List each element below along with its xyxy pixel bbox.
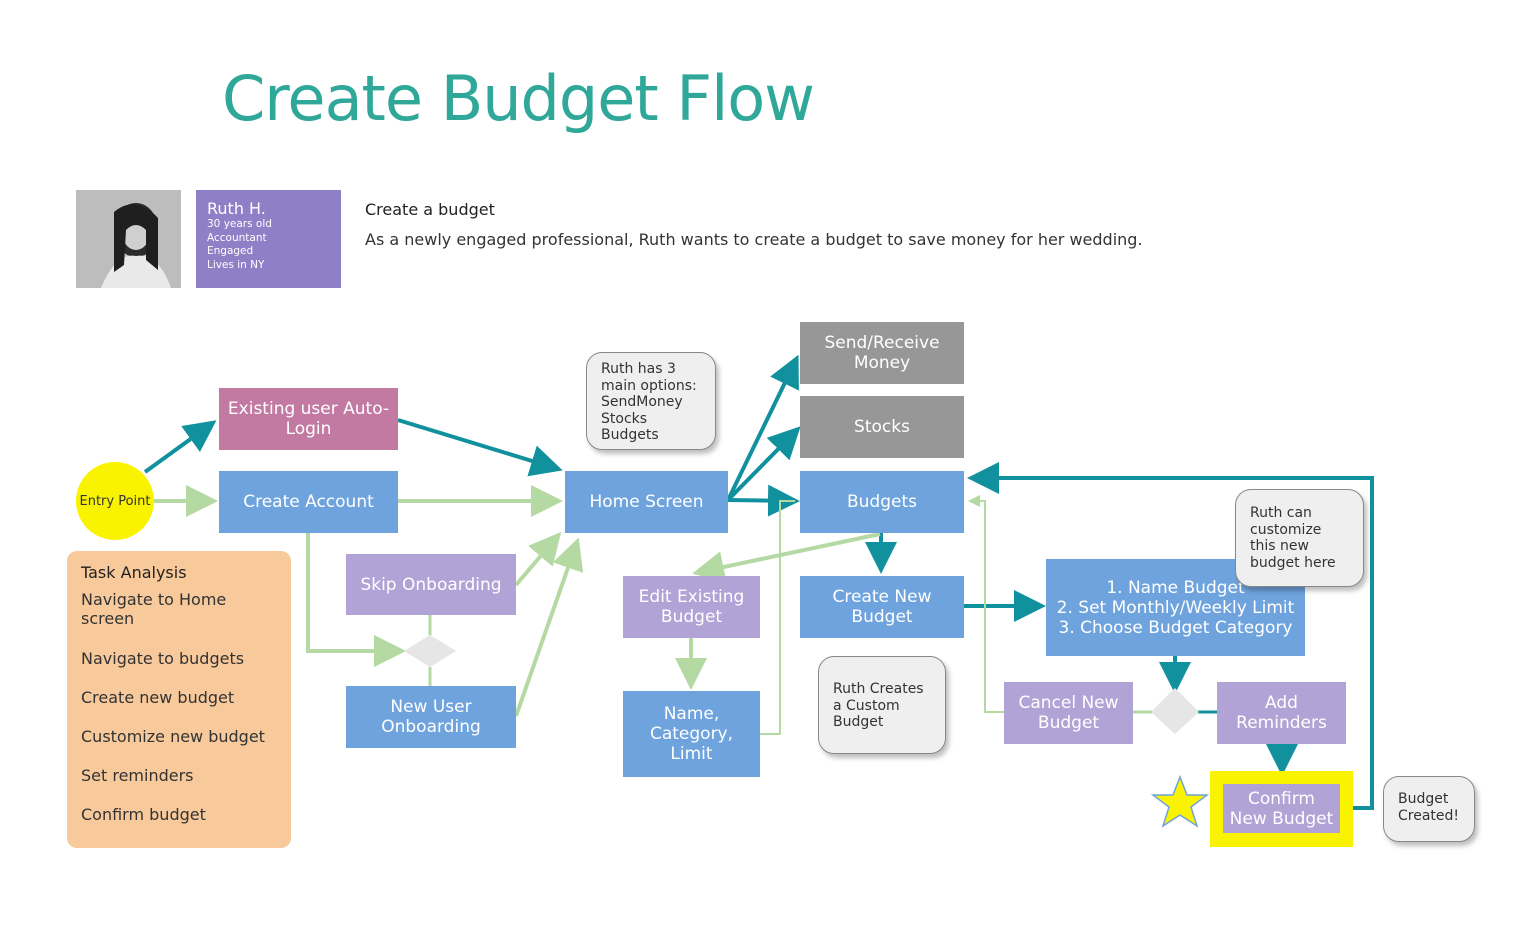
bubble-created: Budget Created! xyxy=(1383,776,1475,842)
node-name-category-limit: Name, Category, Limit xyxy=(623,691,760,777)
story-text: As a newly engaged professional, Ruth wa… xyxy=(365,230,1143,249)
story-title: Create a budget xyxy=(365,200,495,219)
page-title: Create Budget Flow xyxy=(222,62,815,135)
bubble-line: Budget xyxy=(833,714,884,730)
task-item: Customize new budget xyxy=(81,727,265,746)
persona-photo xyxy=(76,190,181,288)
bubble-line: Stocks xyxy=(601,410,648,427)
persona-detail: Accountant xyxy=(207,231,267,244)
bubble-line: Budgets xyxy=(601,427,659,443)
bubble-line: Ruth Creates xyxy=(833,681,924,697)
persona-detail: 30 years old xyxy=(207,218,272,230)
task-analysis-panel: Task Analysis Navigate to Home screen Na… xyxy=(67,551,291,848)
task-analysis-title: Task Analysis xyxy=(81,563,187,582)
node-new-user-onboarding: New User Onboarding xyxy=(346,686,516,748)
star-icon xyxy=(1150,774,1210,828)
node-skip-onboarding: Skip Onboarding xyxy=(346,554,516,615)
decision-diamond xyxy=(1151,688,1199,734)
node-existing-user: Existing user Auto-Login xyxy=(219,388,398,450)
step-choose-category: 3. Choose Budget Category xyxy=(1058,617,1293,638)
node-stocks: Stocks xyxy=(800,396,964,458)
node-budget-steps: 1. Name Budget 2. Set Monthly/Weekly Lim… xyxy=(1046,559,1305,656)
bubble-line: this new xyxy=(1250,538,1309,554)
bubble-line: budget here xyxy=(1250,554,1336,571)
bubble-line: Budget xyxy=(1398,791,1449,807)
bubble-custom-budget: Ruth Creates a Custom Budget xyxy=(818,656,946,754)
node-add-reminders: Add Reminders xyxy=(1217,682,1346,744)
bubble-line: a Custom xyxy=(833,697,900,714)
decision-diamond xyxy=(404,635,456,667)
node-create-new-budget: Create New Budget xyxy=(800,576,964,638)
node-send-receive: Send/Receive Money xyxy=(800,322,964,384)
bubble-line: Ruth has 3 xyxy=(601,361,676,377)
bubble-line: Ruth can xyxy=(1250,505,1312,521)
bubble-line: SendMoney xyxy=(601,394,683,410)
node-home-screen: Home Screen xyxy=(565,471,728,533)
bubble-customize: Ruth can customize this new budget here xyxy=(1235,489,1364,587)
persona-detail: Lives in NY xyxy=(207,258,265,271)
bubble-line: customize xyxy=(1250,521,1322,538)
node-create-account: Create Account xyxy=(219,471,398,533)
persona-name: Ruth H. xyxy=(207,199,266,218)
task-item: Confirm budget xyxy=(81,805,206,824)
task-item: Set reminders xyxy=(81,766,194,785)
task-item: Create new budget xyxy=(81,688,235,707)
step-name-budget: 1. Name Budget xyxy=(1106,577,1245,598)
entry-point: Entry Point xyxy=(76,462,154,540)
bubble-line: Created! xyxy=(1398,807,1460,824)
task-item: Navigate to budgets xyxy=(81,649,245,668)
node-edit-existing: Edit Existing Budget xyxy=(623,576,760,638)
persona-card: Ruth H. 30 years old Accountant Engaged … xyxy=(196,190,341,288)
step-set-limit: 2. Set Monthly/Weekly Limit xyxy=(1056,597,1295,618)
node-cancel-new-budget: Cancel New Budget xyxy=(1004,682,1133,744)
node-confirm-new-budget: Confirm New Budget xyxy=(1223,784,1340,833)
persona-detail: Engaged xyxy=(207,245,254,257)
bubble-home-options: Ruth has 3 main options: SendMoney Stock… xyxy=(586,352,716,450)
node-budgets: Budgets xyxy=(800,471,964,533)
bubble-line: main options: xyxy=(601,377,697,394)
task-item: Navigate to Home screen xyxy=(81,590,227,628)
